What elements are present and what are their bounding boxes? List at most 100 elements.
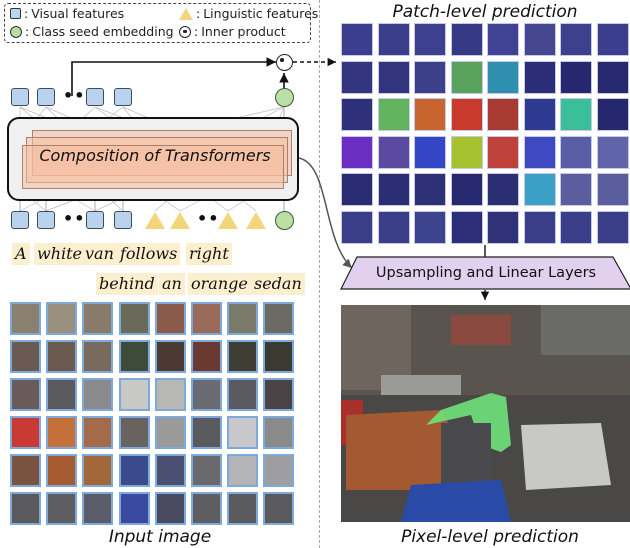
patch-cell [560, 135, 592, 169]
patch-cell [414, 23, 446, 56]
inner-product-icon [276, 54, 293, 71]
patch-cell [596, 210, 629, 244]
patch-cell [10, 416, 41, 449]
patch-cell [450, 135, 483, 169]
legend-visual-features: :Visual features [10, 6, 124, 21]
patch-cell [523, 23, 556, 56]
word: an [159, 273, 185, 295]
patch-cell [46, 416, 78, 449]
patch-cell [227, 492, 259, 525]
visual-token-input [37, 211, 55, 229]
word: right [186, 243, 232, 265]
upsampling-block: Upsampling and Linear Layers [339, 256, 630, 290]
patch-cell [227, 454, 259, 487]
word: behind [96, 273, 158, 295]
patch-cell [154, 454, 186, 487]
patch-cell [377, 135, 410, 169]
patch-cell [154, 416, 186, 449]
patch-cell [191, 340, 222, 373]
patch-cell [377, 60, 410, 94]
patch-level-caption: Patch-level prediction [392, 2, 578, 22]
linguistic-token [145, 212, 165, 229]
legend-linguistic-features: :Linguistic features [179, 6, 318, 21]
patch-cell [227, 302, 259, 335]
patch-cell [118, 416, 150, 449]
patch-cell [227, 340, 259, 373]
patch-cell [560, 173, 592, 206]
patch-cell [10, 340, 41, 373]
legend-label: Visual features [31, 6, 125, 21]
patch-cell [560, 98, 592, 131]
patch-cell [414, 135, 446, 169]
ellipsis-icon: •• [197, 209, 220, 228]
patch-cell [487, 173, 519, 206]
word: van [82, 243, 117, 265]
class-seed-token-output [275, 88, 294, 107]
patch-cell [154, 492, 186, 525]
visual-token-input [114, 211, 132, 229]
patch-cell [118, 492, 150, 525]
word: A [12, 243, 30, 265]
patch-cell [82, 454, 114, 487]
patch-cell [82, 492, 114, 525]
ellipsis-icon: •• [63, 209, 86, 228]
patch-cell [377, 210, 410, 244]
patch-cell [523, 135, 556, 169]
patch-cell [596, 173, 629, 206]
patch-cell [341, 23, 373, 56]
patch-cell [523, 210, 556, 244]
ellipsis-icon: •• [63, 86, 86, 105]
patch-cell [487, 135, 519, 169]
patch-cell [227, 416, 259, 449]
patch-cell [118, 340, 150, 373]
patch-cell [450, 98, 483, 131]
patch-cell [227, 378, 259, 411]
linguistic-token [246, 212, 266, 229]
patch-cell [154, 302, 186, 335]
patch-cell [10, 378, 41, 411]
patch-cell [560, 23, 592, 56]
patch-cell [450, 23, 483, 56]
patch-cell [82, 378, 114, 411]
legend-inner-product: :Inner product [179, 24, 286, 39]
patch-cell [596, 98, 629, 131]
patch-cell [10, 492, 41, 525]
square-icon [10, 8, 21, 19]
class-seed-token-input [275, 211, 294, 230]
input-image-grid [10, 302, 300, 530]
patch-cell [523, 98, 556, 131]
patch-cell [46, 378, 78, 411]
patch-cell [450, 173, 483, 206]
patch-cell [560, 60, 592, 94]
word: sedan [251, 273, 305, 295]
patch-cell [191, 302, 222, 335]
patch-cell [450, 60, 483, 94]
circle-icon [10, 25, 22, 38]
patch-cell [487, 60, 519, 94]
patch-cell [523, 173, 556, 206]
patch-cell [414, 210, 446, 244]
patch-cell [596, 135, 629, 169]
patch-cell [263, 492, 295, 525]
word: white [34, 243, 86, 265]
visual-token-output [86, 88, 104, 106]
patch-cell [263, 416, 295, 449]
patch-cell [118, 378, 150, 411]
patch-cell [46, 302, 78, 335]
patch-cell [596, 60, 629, 94]
linguistic-token [218, 212, 238, 229]
legend-class-seed: :Class seed embedding [10, 24, 174, 39]
legend: :Visual features :Linguistic features :C… [4, 3, 318, 43]
patch-cell [191, 454, 222, 487]
visual-token-output [11, 88, 29, 106]
patch-cell [154, 378, 186, 411]
patch-cell [263, 302, 295, 335]
patch-cell [341, 98, 373, 131]
patch-cell [82, 340, 114, 373]
patch-level-prediction-grid [341, 23, 630, 245]
divider [319, 0, 320, 548]
patch-cell [596, 23, 629, 56]
word: orange [188, 273, 251, 295]
visual-token-input [86, 211, 104, 229]
transformer-label: Composition of Transformers [39, 146, 271, 165]
